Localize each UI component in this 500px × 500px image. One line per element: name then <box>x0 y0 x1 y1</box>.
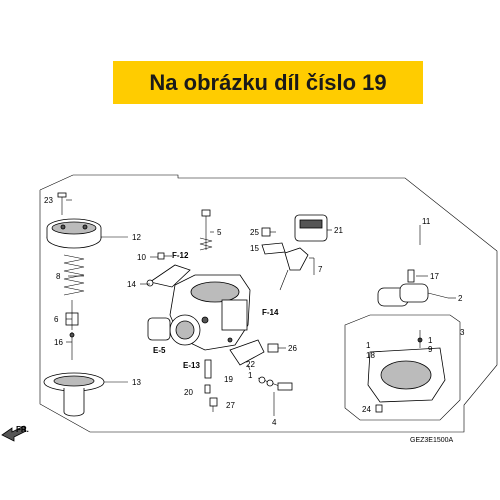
callout-25: 25 <box>250 228 259 237</box>
callout-5: 5 <box>217 228 222 237</box>
front-arrow-icon <box>1 425 27 442</box>
callout-17: 17 <box>430 272 439 281</box>
screw-26 <box>267 343 279 353</box>
callout-2: 2 <box>458 294 463 303</box>
callout-3: 3 <box>460 328 465 337</box>
float-bowl-frame <box>344 314 461 421</box>
callout-18: 18 <box>366 351 375 360</box>
callout-27: 27 <box>226 401 235 410</box>
callout-9: 9 <box>428 345 433 354</box>
float-chamber-18 <box>367 330 446 403</box>
callout-14: 14 <box>127 280 136 289</box>
jet-20 <box>204 384 211 394</box>
callout-19: 19 <box>224 375 233 384</box>
screw-25 <box>261 227 271 237</box>
callout-4: 4 <box>272 418 277 427</box>
callout-1-body: 1 <box>248 371 253 380</box>
carburetor-body <box>147 274 251 351</box>
jet-needle-16 <box>69 332 75 360</box>
callout-12: 12 <box>132 233 141 242</box>
callout-20: 20 <box>184 388 193 397</box>
callout-16: 16 <box>54 338 63 347</box>
callout-10: 10 <box>137 253 146 262</box>
screw-5 <box>199 209 213 251</box>
part-number-banner: Na obrázku díl číslo 19 <box>113 61 423 104</box>
screw-10 <box>157 252 172 260</box>
callout-8: 8 <box>56 272 61 281</box>
callout-15: 15 <box>250 244 259 253</box>
reference-labels: F-12 F-14 E-5 E-13 <box>153 251 279 370</box>
fitting-22 <box>229 339 265 366</box>
front-marker-label: FR. <box>16 425 29 434</box>
callout-1-float-a: 1 <box>366 341 371 350</box>
ref-e5: E-5 <box>153 346 166 355</box>
callout-24: 24 <box>362 405 371 414</box>
float-valve-17 <box>407 269 415 283</box>
diagram-frame <box>39 174 498 433</box>
plate-15 <box>261 242 286 255</box>
idle-screw-4 <box>257 376 293 391</box>
callout-11: 11 <box>422 217 431 226</box>
callout-6: 6 <box>54 315 59 324</box>
diaphragm-piston-13 <box>43 372 105 417</box>
spring-8 <box>63 254 85 296</box>
screw-24 <box>375 404 383 413</box>
screw-23 <box>57 192 67 215</box>
callout-26: 26 <box>288 344 297 353</box>
ref-e13: E-13 <box>183 361 200 370</box>
callout-23: 23 <box>44 196 53 205</box>
callout-13: 13 <box>132 378 141 387</box>
main-jet-19 <box>204 359 212 379</box>
leader-lines <box>66 199 456 416</box>
callout-1-float-b: 1 <box>428 336 433 345</box>
part-callouts: 23 12 8 6 16 13 10 14 5 25 15 21 7 11 17… <box>44 196 465 427</box>
float-2 <box>377 283 449 307</box>
ref-f12: F-12 <box>172 251 189 260</box>
callout-21: 21 <box>334 226 343 235</box>
auto-choke-7 <box>279 247 309 291</box>
needle-clip-6 <box>65 300 79 330</box>
banner-text: Na obrázku díl číslo 19 <box>149 69 387 95</box>
bracket-14 <box>146 264 191 288</box>
drawing-code: GEZ3E1500A <box>410 437 454 444</box>
ref-f14: F-14 <box>262 308 279 317</box>
callout-7: 7 <box>318 265 323 274</box>
top-cap-part <box>46 218 102 249</box>
callout-22: 22 <box>246 360 255 369</box>
screw-27 <box>209 397 218 412</box>
auto-choke-21 <box>294 214 328 242</box>
